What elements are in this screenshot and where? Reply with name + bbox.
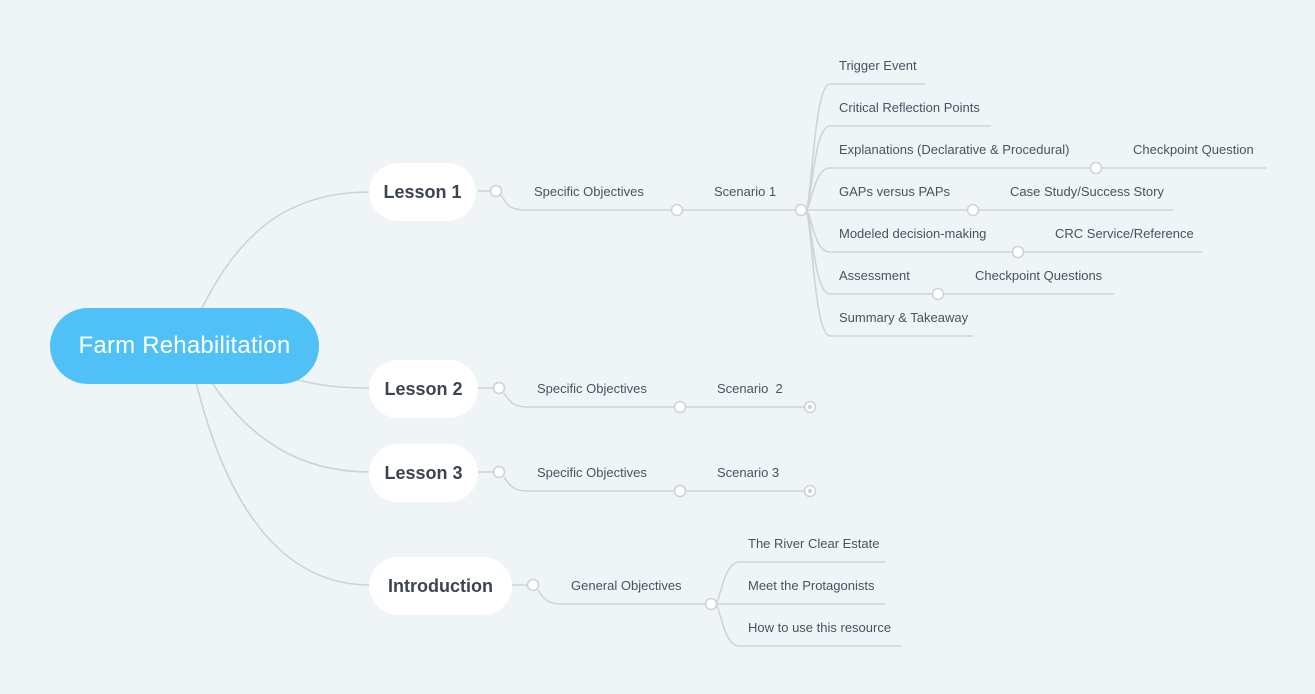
collapse-handle-lesson-3[interactable] xyxy=(492,465,506,479)
lesson-2-scenario[interactable]: Scenario 2 xyxy=(717,381,783,396)
collapse-handle-assessment[interactable] xyxy=(931,287,945,301)
root-to-introduction-connector xyxy=(195,381,371,586)
collapse-handle-explanations[interactable] xyxy=(1089,161,1103,175)
collapse-handle-lesson-2-objectives[interactable] xyxy=(673,400,687,414)
collapse-handle-lesson-2[interactable] xyxy=(492,381,506,395)
step-explanations-child[interactable]: Checkpoint Question xyxy=(1133,142,1254,157)
lesson-3-scenario[interactable]: Scenario 3 xyxy=(717,465,780,480)
collapse-handle-scenario-1[interactable] xyxy=(794,203,808,217)
step-gaps-paps[interactable]: GAPs versus PAPs xyxy=(839,184,951,199)
intro-item-how-to-use[interactable]: How to use this resource xyxy=(748,620,892,635)
connector-line xyxy=(715,561,885,605)
intro-item-river-clear-estate[interactable]: The River Clear Estate xyxy=(748,536,880,551)
collapse-handle-gaps[interactable] xyxy=(966,203,980,217)
introduction-objectives[interactable]: General Objectives xyxy=(571,578,682,593)
step-summary[interactable]: Summary & Takeaway xyxy=(839,310,969,325)
root-topic[interactable]: Farm Rehabilitation xyxy=(50,308,319,384)
lesson-1-objectives[interactable]: Specific Objectives xyxy=(534,184,644,199)
collapse-handle-modeled[interactable] xyxy=(1011,245,1025,259)
connector-line xyxy=(503,392,674,408)
topic-lesson-2-label: Lesson 2 xyxy=(384,378,463,399)
lesson-2-objectives[interactable]: Specific Objectives xyxy=(537,381,647,396)
step-modeled-decision[interactable]: Modeled decision-making xyxy=(839,226,987,241)
lesson-3-objectives[interactable]: Specific Objectives xyxy=(537,465,647,480)
step-explanations[interactable]: Explanations (Declarative & Procedural) xyxy=(839,142,1070,157)
step-modeled-decision-child[interactable]: CRC Service/Reference xyxy=(1055,226,1194,241)
lesson-1-objective-underline xyxy=(500,194,671,211)
topic-lesson-1-label: Lesson 1 xyxy=(383,181,462,202)
collapse-handle-lesson-1-objectives[interactable] xyxy=(670,203,684,217)
step-trigger-event[interactable]: Trigger Event xyxy=(839,58,917,73)
step-assessment[interactable]: Assessment xyxy=(839,268,910,283)
topic-lesson-1[interactable]: Lesson 1 xyxy=(369,163,476,221)
expand-dot-scenario-3 xyxy=(807,488,813,494)
connector-line xyxy=(503,476,674,492)
step-gaps-paps-child[interactable]: Case Study/Success Story xyxy=(1010,184,1164,199)
lesson-1-scenario[interactable]: Scenario 1 xyxy=(714,184,777,199)
root-to-lesson-1-connector xyxy=(199,191,371,313)
topic-lesson-3-label: Lesson 3 xyxy=(384,462,463,483)
topic-introduction-label: Introduction xyxy=(388,575,493,596)
topic-lesson-3[interactable]: Lesson 3 xyxy=(369,444,478,502)
connector-line xyxy=(805,167,1091,211)
step-assessment-child[interactable]: Checkpoint Questions xyxy=(975,268,1103,283)
root-to-lesson-2-connector xyxy=(289,377,371,389)
collapse-handle-general-objectives[interactable] xyxy=(704,597,718,611)
connector-line xyxy=(715,603,902,647)
root-to-lesson-3-connector xyxy=(209,379,371,473)
intro-item-meet-protagonists[interactable]: Meet the Protagonists xyxy=(748,578,875,593)
collapse-handle-introduction[interactable] xyxy=(526,578,540,592)
step-critical-reflection[interactable]: Critical Reflection Points xyxy=(839,100,980,115)
connector-line xyxy=(805,125,991,211)
collapse-handle-lesson-1[interactable] xyxy=(489,184,503,198)
connector-line xyxy=(805,209,973,337)
expand-dot-scenario-2 xyxy=(807,404,813,410)
collapse-handle-lesson-3-objectives[interactable] xyxy=(673,484,687,498)
root-topic-label: Farm Rehabilitation xyxy=(78,332,291,359)
topic-introduction[interactable]: Introduction xyxy=(369,557,512,615)
connector-line xyxy=(537,589,705,605)
topic-lesson-2[interactable]: Lesson 2 xyxy=(369,360,478,418)
